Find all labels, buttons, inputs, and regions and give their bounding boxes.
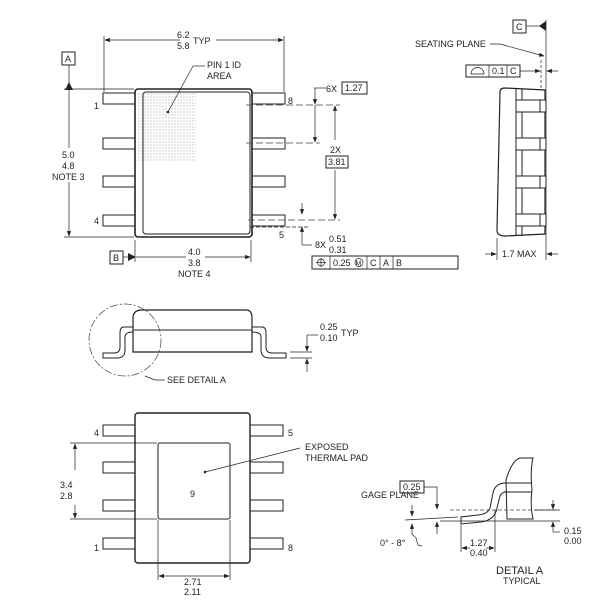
fcf-ref-b: B [396,258,402,268]
width-max: 6.2 [177,30,190,40]
lead-thickness-note: TYP [341,328,359,338]
thermal-pad [157,442,231,520]
pad-number: 9 [190,489,195,499]
detail-a-title: DETAIL A [496,565,544,577]
datum-c-box [512,19,527,34]
pin1-label-2: AREA [207,71,232,81]
side-view: C SEATING PLANE 0.1 C 1.7 MAX [415,19,558,260]
width-note: TYP [193,36,211,46]
lead-thickness-max: 0.25 [320,322,338,332]
pin1-id-area [138,92,196,162]
datum-b-box [109,250,124,265]
lead-width-min: 0.31 [329,245,347,255]
span-value: 3.81 [328,157,346,167]
lead-width-max: 0.51 [329,234,347,244]
angle-range: 0° - 8° [380,538,406,548]
top-view: 6.2 5.8 TYP A 5.0 4.8 NOTE 3 [52,30,459,279]
pad-width-max: 2.71 [184,577,202,587]
body-width-min: 3.8 [188,258,201,268]
fcf-tolerance: 0.25 [333,258,351,268]
lead-thickness-min: 0.10 [320,333,338,343]
profile-icon [470,67,485,75]
detail-a-subtitle: TYPICAL [503,576,541,586]
bottom-pin-4: 4 [94,428,99,438]
seating-plane-label: SEATING PLANE [415,39,486,49]
right-pins [250,92,286,227]
pad-label-2: THERMAL PAD [305,453,369,463]
length-note: NOTE 3 [52,172,85,182]
datum-a: A [65,54,71,64]
height-max: 1.7 MAX [502,249,537,259]
flatness-value: 0.1 [492,66,505,76]
fcf-modifier: M [356,261,362,268]
foot-length-max: 1.27 [470,538,488,548]
left-pins [102,92,137,227]
detail-a-callout [88,303,162,377]
body-width-max: 4.0 [188,247,201,257]
gage-plane-label: GAGE PLANE [361,490,419,500]
bottom-view: 4 5 1 8 9 EXPOSED THERMAL PAD 3.4 2.8 2.… [60,412,369,597]
lead-count: 8X [315,240,326,250]
body-width-note: NOTE 4 [178,269,211,279]
datum-b: B [113,253,119,263]
pad-height-max: 3.4 [60,480,73,490]
length-min: 4.8 [62,161,75,171]
bottom-pin-8: 8 [288,543,293,553]
pad-width-min: 2.11 [184,587,201,597]
fcf-ref-c: C [370,258,377,268]
pitch-value: 1.27 [345,83,363,93]
profile-view: SEE DETAIL A 0.25 0.10 TYP [88,303,359,385]
flatness-ref: C [510,66,517,76]
see-detail-a: SEE DETAIL A [167,375,226,385]
datum-a-box [61,51,76,66]
pin-label-8: 8 [288,96,293,106]
bottom-pin-1: 1 [94,543,99,553]
detail-a: 0.15 0.00 0.25 GAGE PLANE 0° - 8° 1.27 0… [361,457,582,586]
standoff-max: 0.15 [564,526,582,536]
position-tolerance-frame: 0.25 M C A B [311,255,459,270]
gage-value: 0.25 [403,482,421,492]
pin1-label: PIN 1 ID [207,60,242,70]
foot-length-min: 0.40 [470,548,488,558]
pitch-count: 6X [326,84,337,94]
flatness-frame: 0.1 C [465,64,521,78]
span-count: 2X [330,145,341,155]
pad-height-min: 2.8 [60,491,73,501]
length-max: 5.0 [62,150,75,160]
pin-label-4: 4 [94,216,99,226]
width-min: 5.8 [177,41,190,51]
bottom-pin-5: 5 [288,428,293,438]
standoff-min: 0.00 [564,536,582,546]
pad-label: EXPOSED [305,442,349,452]
datum-c: C [516,22,523,32]
pin-label-5: 5 [279,230,284,240]
fcf-ref-a: A [383,258,389,268]
pin-label-1: 1 [94,101,99,111]
